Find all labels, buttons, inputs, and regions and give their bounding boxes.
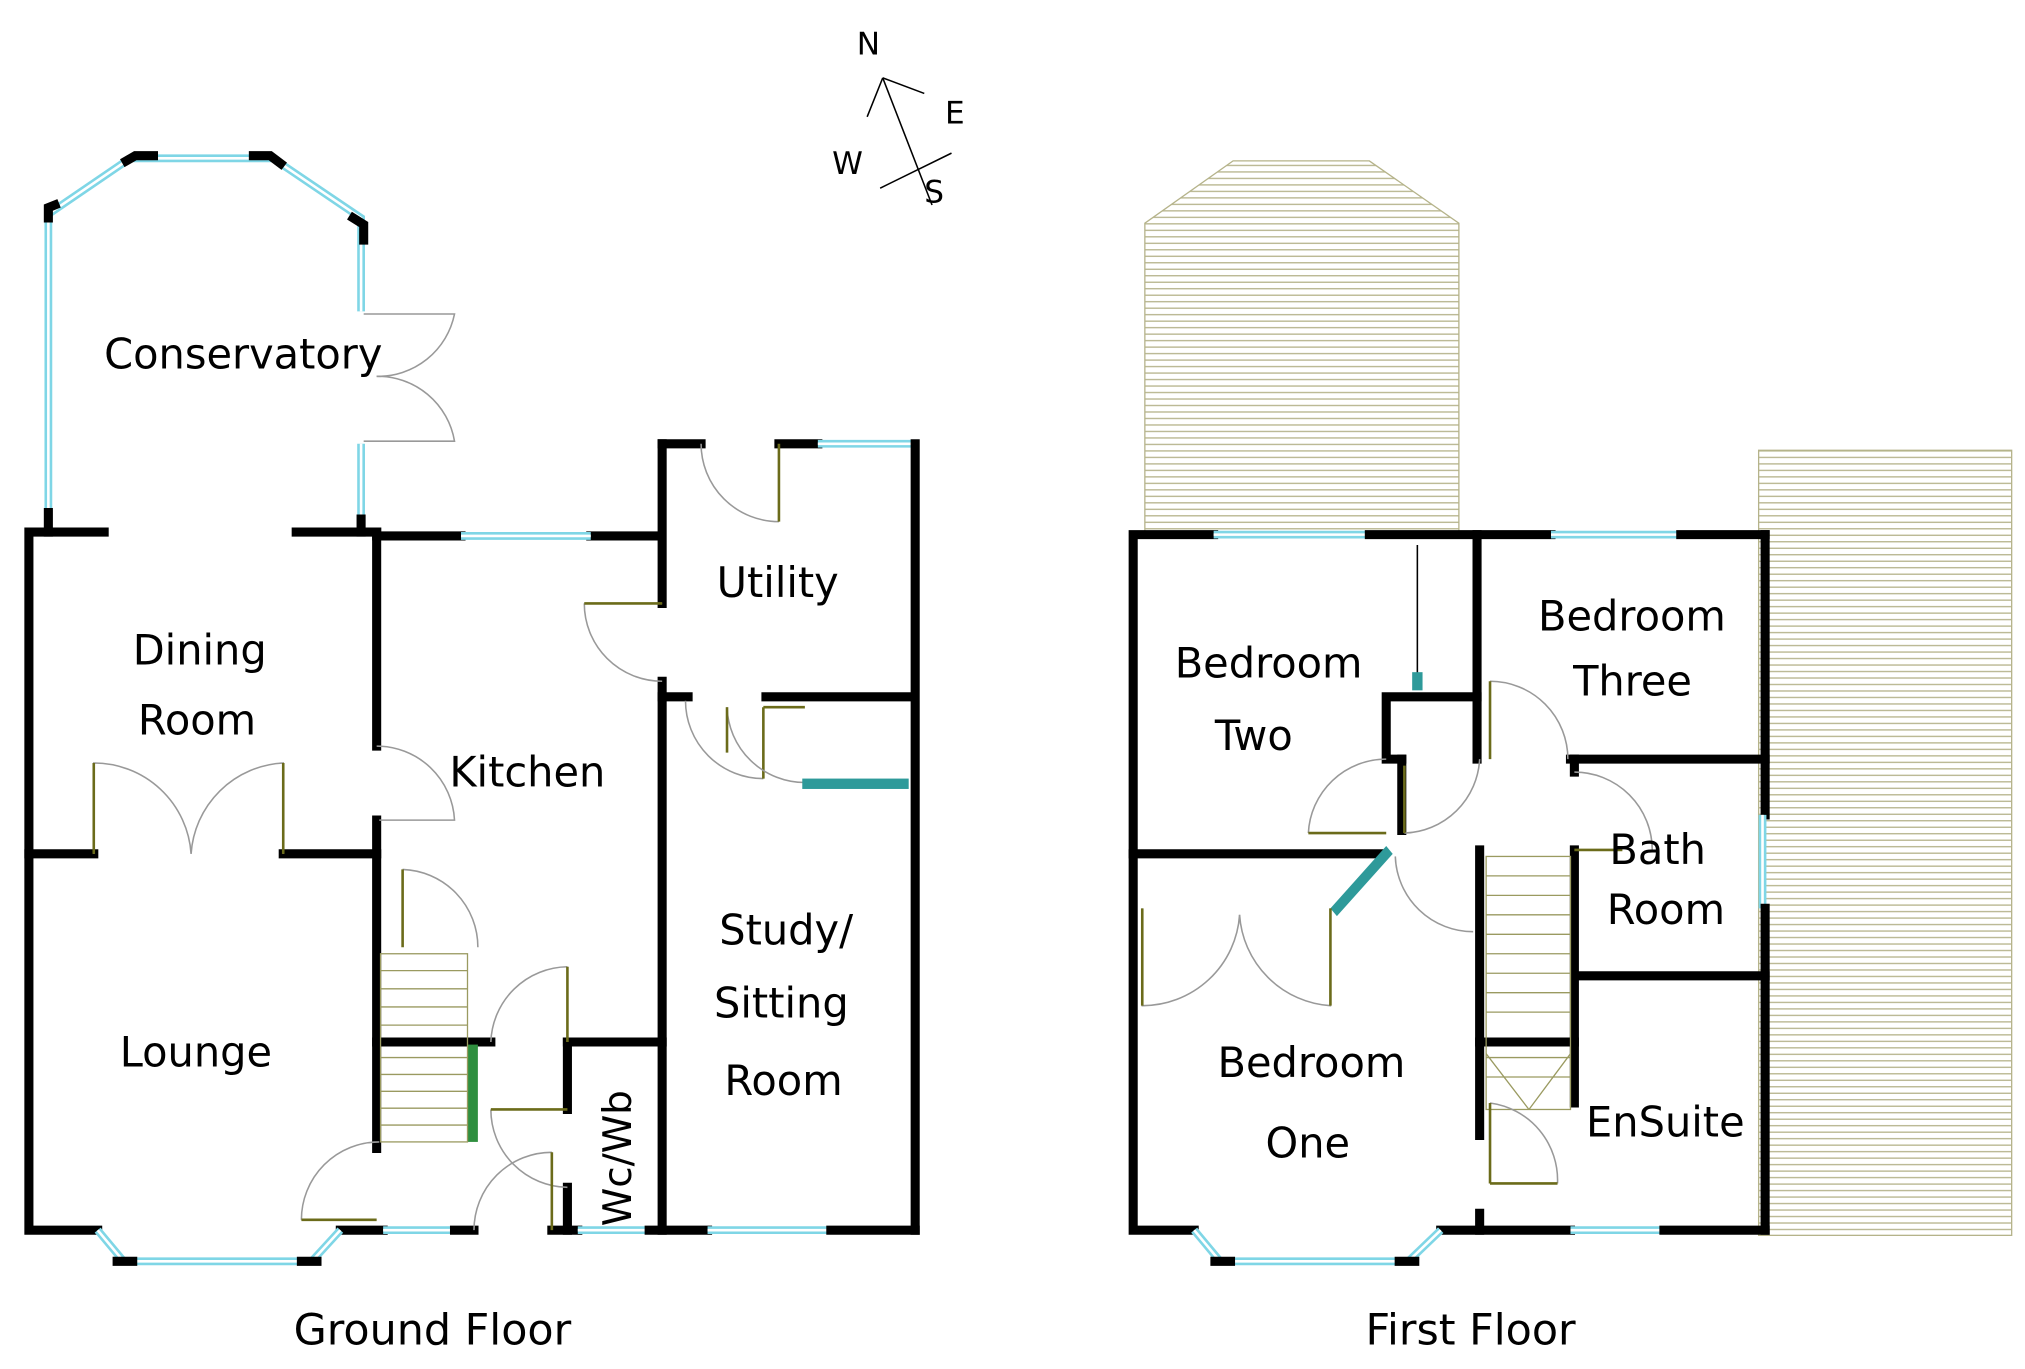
first-floor-plan: Bedroom Two Bedroom Three Bath Room Bedr… — [1128, 160, 2013, 1355]
roof-area — [1757, 449, 2013, 1236]
room-label-bedroom-one: One — [1266, 1118, 1351, 1167]
compass: N E S W — [832, 27, 965, 211]
room-label-study: Study/ — [719, 906, 853, 955]
compass-west: W — [832, 146, 863, 182]
room-label-kitchen: Kitchen — [449, 747, 605, 796]
room-label-bedroom-three: Three — [1572, 657, 1692, 706]
first-floor-title: First Floor — [1365, 1305, 1576, 1355]
room-label-bathroom: Bath — [1609, 825, 1706, 874]
compass-north: N — [857, 27, 880, 63]
room-label-dining: Dining — [133, 625, 267, 674]
room-label-bedroom-two: Two — [1214, 711, 1293, 760]
room-label-bathroom: Room — [1607, 885, 1725, 934]
compass-south: S — [924, 174, 944, 210]
room-label-ensuite: EnSuite — [1586, 1098, 1745, 1147]
roof-area — [1144, 160, 1460, 533]
room-label-bedroom-three: Bedroom — [1538, 592, 1726, 641]
ground-floor-plan: Conservatory Dining Room Kitchen Utility… — [24, 151, 920, 1355]
room-label-bedroom-one: Bedroom — [1218, 1038, 1406, 1087]
room-label-study: Room — [724, 1056, 842, 1105]
ground-floor-title: Ground Floor — [294, 1305, 572, 1355]
room-label-bedroom-two: Bedroom — [1175, 638, 1363, 687]
compass-east: E — [945, 95, 965, 131]
room-label-dining: Room — [138, 695, 256, 744]
room-label-conservatory: Conservatory — [104, 330, 382, 379]
room-label-study: Sitting — [714, 978, 849, 1027]
room-label-wc: Wc/Wb — [596, 1090, 641, 1226]
room-label-lounge: Lounge — [120, 1028, 272, 1077]
room-label-utility: Utility — [717, 558, 839, 607]
